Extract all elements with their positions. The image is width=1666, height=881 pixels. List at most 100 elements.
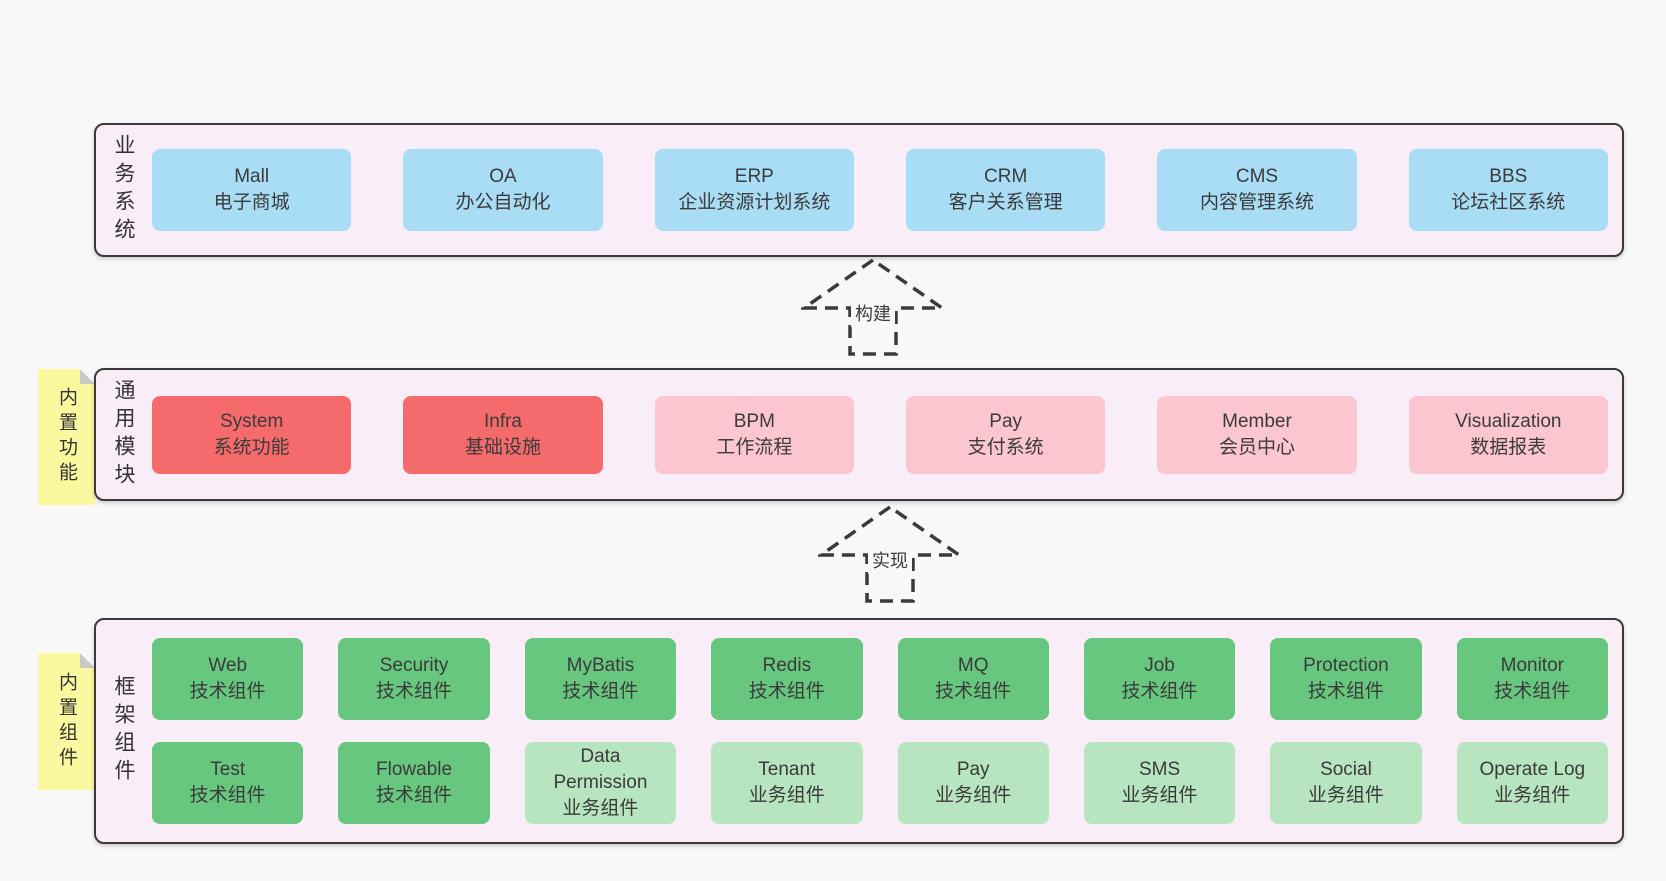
module-box-data-permission: Data Permission 业务组件 bbox=[524, 742, 677, 824]
module-name-zh: 内容管理系统 bbox=[1199, 192, 1314, 213]
section-common-modules: 通用模块 System 系统功能 Infra 基础设施 BPM 工作流程 Pay 支付系统 Me… bbox=[94, 368, 1624, 501]
arrow-label-build: 构建 bbox=[851, 299, 895, 327]
section-label-framework-components: 框架组件 bbox=[112, 675, 135, 787]
module-name-zh: 业务组件 bbox=[748, 785, 825, 806]
module-name-en: SMS bbox=[1138, 759, 1181, 780]
module-name-en: Mall bbox=[234, 166, 270, 187]
module-name-zh: 技术组件 bbox=[748, 681, 825, 702]
up-arrow-icon bbox=[818, 504, 962, 603]
module-name-en: CRM bbox=[984, 166, 1028, 187]
module-name-en: Redis bbox=[762, 655, 812, 676]
module-name-zh: 业务组件 bbox=[1121, 785, 1198, 806]
module-name-en: Data Permission bbox=[553, 746, 648, 793]
sticky-note-text: 内置组件 bbox=[56, 671, 77, 772]
module-name-en: MQ bbox=[957, 655, 989, 676]
module-name-en: BPM bbox=[733, 410, 775, 432]
module-name-zh: 技术组件 bbox=[562, 681, 639, 702]
module-box-web: Web 技术组件 bbox=[152, 638, 304, 720]
module-box-sms: SMS 业务组件 bbox=[1083, 742, 1236, 824]
module-name-en: CMS bbox=[1235, 166, 1279, 187]
module-name-en: Member bbox=[1222, 410, 1292, 432]
arrow-label-implement: 实现 bbox=[868, 546, 912, 574]
module-box-bpm: BPM 工作流程 bbox=[654, 395, 854, 474]
module-name-zh: 电子商城 bbox=[213, 192, 290, 213]
module-box-monitor: Monitor 技术组件 bbox=[1456, 638, 1608, 720]
module-name-en: Visualization bbox=[1455, 410, 1562, 432]
module-name-en: Social bbox=[1320, 759, 1372, 780]
dashed-up-arrow-implement: 实现 bbox=[818, 504, 962, 604]
module-name-en: Flowable bbox=[376, 759, 453, 780]
module-box-protection: Protection 技术组件 bbox=[1270, 638, 1422, 720]
module-name-zh: 技术组件 bbox=[189, 681, 266, 702]
module-name-zh: 技术组件 bbox=[1121, 681, 1198, 702]
module-name-zh: 业务组件 bbox=[1307, 785, 1384, 806]
common-modules-row: System 系统功能 Infra 基础设施 BPM 工作流程 Pay 支付系统 Member 会… bbox=[152, 395, 1608, 474]
module-box-visualization: Visualization 数据报表 bbox=[1408, 395, 1608, 474]
module-box-redis: Redis 技术组件 bbox=[711, 638, 863, 720]
module-name-en: MyBatis bbox=[566, 655, 635, 676]
note-fold-corner bbox=[80, 653, 95, 668]
module-name-zh: 技术组件 bbox=[1494, 681, 1571, 702]
module-name-zh: 业务组件 bbox=[935, 785, 1012, 806]
sticky-note-builtin-features: 内置功能 bbox=[38, 369, 95, 505]
module-box-mybatis: MyBatis 技术组件 bbox=[524, 638, 677, 720]
module-name-en: BBS bbox=[1489, 166, 1528, 187]
sticky-note-text: 内置功能 bbox=[56, 387, 77, 487]
module-name-en: Job bbox=[1144, 655, 1175, 676]
module-box-operate-log: Operate Log 业务组件 bbox=[1456, 742, 1608, 824]
module-name-zh: 客户关系管理 bbox=[948, 192, 1063, 213]
module-name-en: Monitor bbox=[1500, 655, 1564, 676]
up-arrow-icon bbox=[801, 257, 945, 356]
module-box-security: Security 技术组件 bbox=[338, 638, 490, 720]
module-box-system: System 系统功能 bbox=[152, 395, 352, 474]
section-label-common-modules: 通用模块 bbox=[112, 378, 135, 491]
module-box-mall: Mall 电子商城 bbox=[152, 149, 352, 231]
module-box-bbs: BBS 论坛社区系统 bbox=[1408, 149, 1608, 231]
module-name-zh: 论坛社区系统 bbox=[1451, 192, 1566, 213]
module-name-zh: 业务组件 bbox=[562, 798, 639, 819]
module-box-social: Social 业务组件 bbox=[1270, 742, 1422, 824]
module-name-zh: 技术组件 bbox=[189, 785, 266, 806]
module-box-job: Job 技术组件 bbox=[1083, 638, 1236, 720]
module-box-member: Member 会员中心 bbox=[1157, 395, 1357, 474]
module-box-pay: Pay 业务组件 bbox=[897, 742, 1049, 824]
module-box-infra: Infra 基础设施 bbox=[403, 395, 603, 474]
module-name-en: Infra bbox=[483, 410, 522, 432]
module-name-zh: 数据报表 bbox=[1470, 436, 1547, 458]
module-name-en: Test bbox=[210, 759, 246, 780]
module-name-en: Operate Log bbox=[1479, 759, 1586, 780]
module-name-zh: 办公自动化 bbox=[455, 192, 551, 213]
module-name-zh: 技术组件 bbox=[1307, 681, 1384, 702]
module-name-en: Pay bbox=[956, 759, 990, 780]
module-name-zh: 工作流程 bbox=[716, 436, 793, 458]
module-box-crm: CRM 客户关系管理 bbox=[905, 149, 1106, 231]
module-name-zh: 企业资源计划系统 bbox=[678, 192, 831, 213]
module-name-en: Protection bbox=[1303, 655, 1389, 676]
module-name-zh: 技术组件 bbox=[376, 785, 453, 806]
module-name-zh: 系统功能 bbox=[213, 436, 290, 458]
module-box-flowable: Flowable 技术组件 bbox=[338, 742, 490, 824]
sticky-note-builtin-components: 内置组件 bbox=[38, 653, 95, 790]
module-name-en: OA bbox=[489, 166, 517, 187]
module-name-en: Pay bbox=[989, 410, 1023, 432]
module-name-zh: 技术组件 bbox=[376, 681, 453, 702]
module-box-test: Test 技术组件 bbox=[152, 742, 304, 824]
module-name-zh: 会员中心 bbox=[1218, 436, 1295, 458]
module-box-cms: CMS 内容管理系统 bbox=[1157, 149, 1357, 231]
module-name-en: System bbox=[219, 410, 284, 432]
module-name-zh: 业务组件 bbox=[1494, 785, 1571, 806]
module-name-zh: 基础设施 bbox=[464, 436, 541, 458]
module-name-en: Web bbox=[208, 655, 248, 676]
dashed-up-arrow-build: 构建 bbox=[801, 257, 945, 357]
module-name-en: Security bbox=[379, 655, 449, 676]
note-fold-corner bbox=[80, 369, 95, 384]
module-name-zh: 支付系统 bbox=[967, 436, 1044, 458]
